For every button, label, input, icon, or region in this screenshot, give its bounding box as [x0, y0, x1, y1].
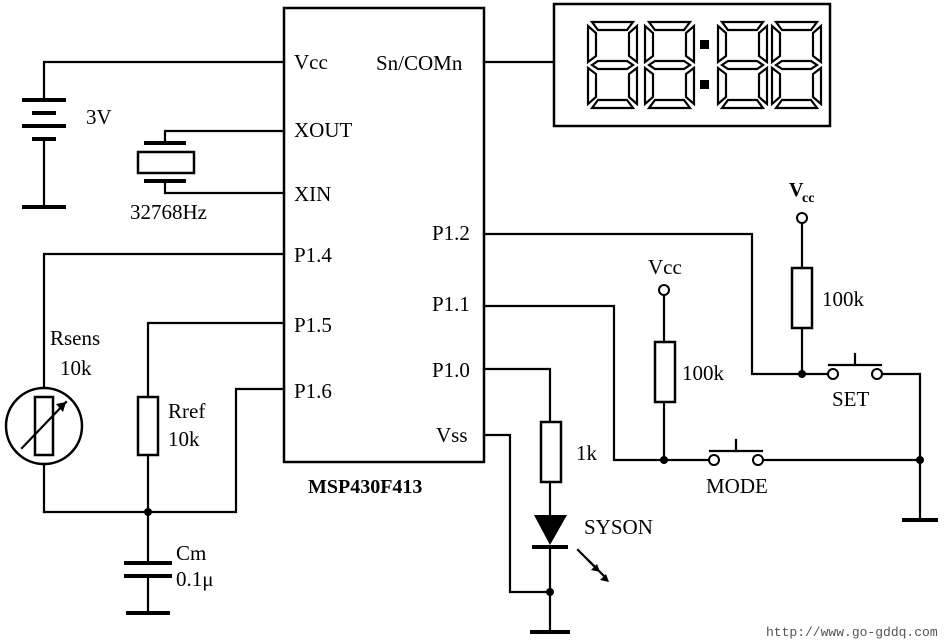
- mode-switch-circuit: [482, 284, 924, 466]
- mode-switch-label: MODE: [706, 474, 768, 498]
- watermark-text: http://www.go-gddq.com: [766, 625, 938, 640]
- battery-circuit: [22, 60, 286, 209]
- svg-text:cc: cc: [802, 191, 814, 206]
- seven-segment-display: [482, 2, 832, 128]
- led-resistor-label: 1k: [576, 441, 598, 465]
- pin-p15-label: P1.5: [294, 313, 332, 337]
- pin-xout-label: XOUT: [294, 118, 352, 142]
- display-digit-2: [643, 20, 696, 110]
- pin-p10-label: P1.0: [432, 358, 470, 382]
- led-circuit: [482, 367, 609, 634]
- pin-xin-label: XIN: [294, 182, 331, 206]
- set-pullup-value-label: 100k: [822, 287, 865, 311]
- rref-value-label: 10k: [168, 427, 200, 451]
- sensor-network: [4, 252, 286, 615]
- set-switch-circuit: [482, 212, 938, 522]
- rsens-name-label: Rsens: [50, 326, 100, 350]
- pin-p16-label: P1.6: [294, 379, 332, 403]
- display-digit-3: [716, 20, 769, 110]
- rsens-value-label: 10k: [60, 356, 92, 380]
- set-switch-label: SET: [832, 387, 870, 411]
- pin-vss-label: Vss: [436, 423, 468, 447]
- display-digit-4: [770, 20, 823, 110]
- led-label: SYSON: [584, 515, 653, 539]
- display-colon-top: [700, 40, 709, 49]
- display-colon-bottom: [700, 80, 709, 89]
- svg-text:V: V: [789, 179, 804, 201]
- mode-vcc-label: Vcc: [648, 255, 682, 279]
- crystal-frequency-label: 32768Hz: [130, 200, 207, 224]
- pin-sncom-label: Sn/COMn: [376, 51, 463, 75]
- chip-name: MSP430F413: [308, 476, 422, 498]
- pin-p14-label: P1.4: [294, 243, 332, 267]
- mcu-chip-body: [282, 6, 486, 464]
- pin-vcc-label: Vcc: [294, 50, 328, 74]
- cm-name-label: Cm: [176, 541, 206, 565]
- display-digit-1: [586, 20, 639, 110]
- pin-p12-label: P1.2: [432, 221, 470, 245]
- crystal-oscillator: [136, 129, 286, 195]
- set-vcc-label: V cc: [789, 179, 814, 206]
- cm-value-label: 0.1μ: [176, 567, 214, 591]
- mode-pullup-value-label: 100k: [682, 361, 725, 385]
- pin-p11-label: P1.1: [432, 292, 470, 316]
- battery-voltage-label: 3V: [86, 105, 112, 129]
- rref-name-label: Rref: [168, 399, 205, 423]
